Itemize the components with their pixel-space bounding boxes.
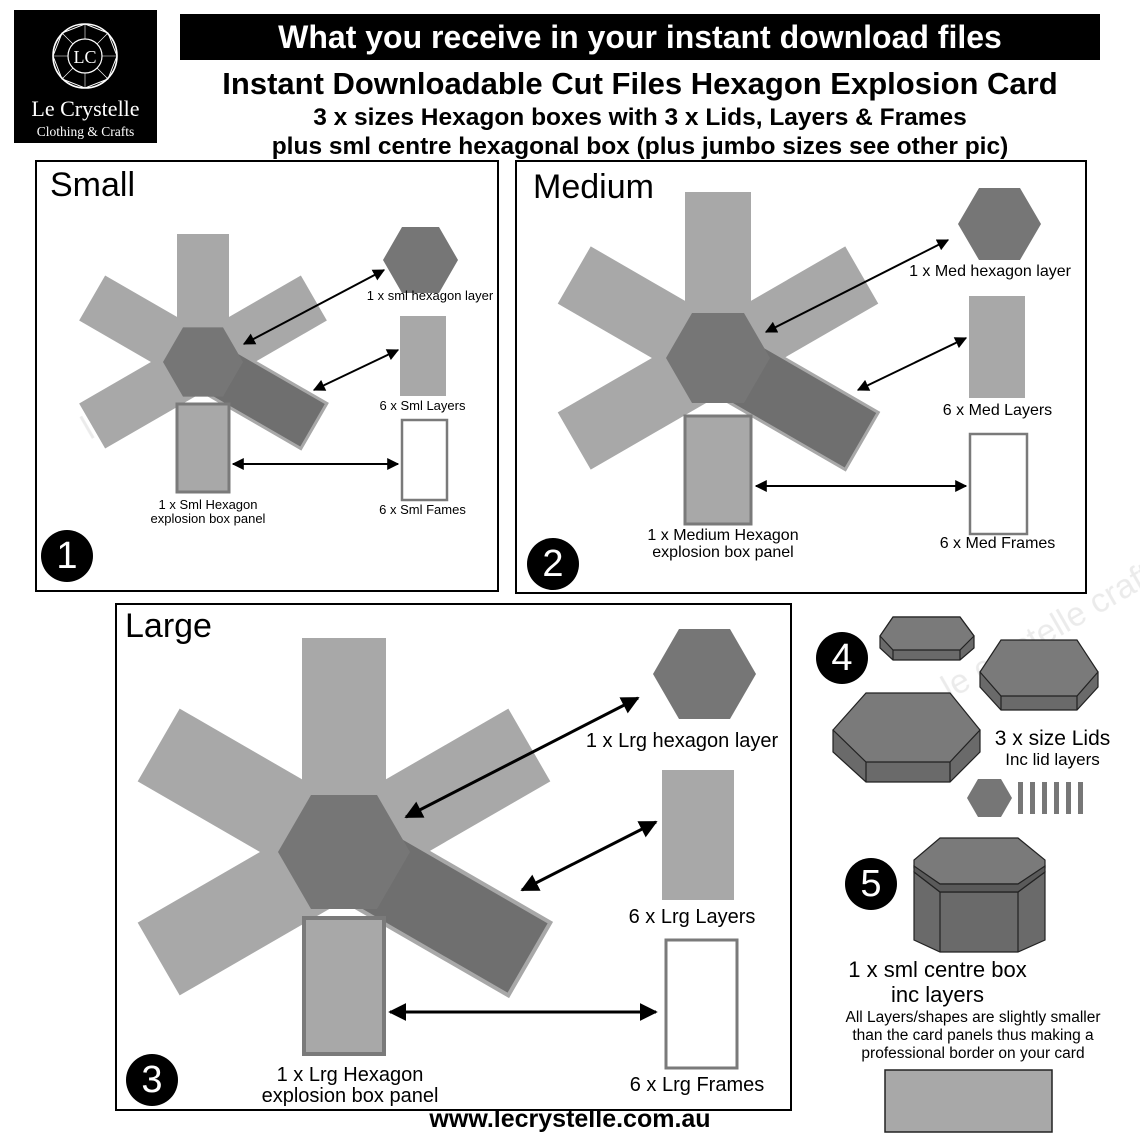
medium-arrow-hexagon — [764, 239, 950, 333]
subtitle-line-2: plus sml centre hexagonal box (plus jumb… — [271, 133, 1009, 160]
medium-title: Medium — [533, 168, 654, 206]
lid-layer-strip — [1078, 782, 1083, 814]
large-arrow-hexagon — [404, 696, 640, 819]
header-banner: What you receive in your instant downloa… — [180, 14, 1100, 60]
border-note-line-2: than the card panels thus making a — [852, 1027, 1094, 1044]
large-hex-layer-label: 1 x Lrg hexagon layer — [585, 730, 779, 752]
large-hexagon-layer — [653, 629, 756, 719]
small-panel-label-1: 1 x Sml Hexagon — [158, 497, 258, 512]
medium-arrow-layers — [856, 337, 968, 391]
centre-layer-rect — [884, 1069, 1053, 1133]
lids-label-2: Inc lid layers — [1005, 750, 1100, 769]
small-hexagon-layer — [383, 227, 458, 293]
lid-layer-strip — [1042, 782, 1047, 814]
step-5-badge: 5 — [845, 858, 897, 910]
small-title: Small — [50, 166, 136, 204]
centre-box-illustration — [913, 837, 1046, 953]
centre-box-lid — [913, 837, 1046, 885]
lid-layer-hexagon — [967, 779, 1012, 817]
border-note-line-1: All Layers/shapes are slightly smaller — [845, 1009, 1101, 1026]
medium-petal-bottom — [683, 414, 753, 526]
large-explosion-panel — [137, 638, 554, 1056]
centre-box-label-1: 1 x sml centre box — [848, 957, 1027, 982]
brand-name: Le Crystelle — [31, 96, 140, 121]
logo-monogram: LC — [73, 47, 96, 67]
centre-box-label-2: inc layers — [891, 982, 984, 1007]
lid-layer-strip — [1030, 782, 1035, 814]
large-title: Large — [125, 607, 212, 645]
crystal-logo-icon: LC — [52, 23, 118, 89]
page-title: Instant Downloadable Cut Files Hexagon E… — [222, 66, 1058, 101]
large-panel-label-1: 1 x Lrg Hexagon — [276, 1064, 424, 1086]
lid-layer-strip — [1018, 782, 1023, 814]
medium-layer-rect — [969, 296, 1025, 398]
large-panel-label-2: explosion box panel — [261, 1085, 439, 1107]
small-centre-hexagon — [163, 327, 243, 397]
small-frame-rect — [400, 418, 449, 502]
large-layers-label: 6 x Lrg Layers — [628, 906, 756, 928]
small-frames-label: 6 x Sml Fames — [379, 502, 466, 517]
lids-label-1: 3 x size Lids — [994, 727, 1111, 750]
small-panel-label-2: explosion box panel — [150, 511, 266, 526]
brand-logo: LC Le Crystelle Clothing & Crafts — [14, 10, 157, 143]
medium-panel-label-1: 1 x Medium Hexagon — [647, 527, 799, 544]
medium-panel-label-2: explosion box panel — [652, 544, 794, 561]
medium-frames-label: 6 x Med Frames — [939, 535, 1056, 552]
medium-hexagon-layer — [958, 188, 1041, 260]
small-layers-label: 6 x Sml Layers — [379, 398, 466, 413]
large-frames-label: 6 x Lrg Frames — [629, 1074, 765, 1096]
step-4-badge: 4 — [816, 632, 868, 684]
large-arrow-layers — [520, 820, 658, 892]
website-url[interactable]: www.lecrystelle.com.au — [429, 1105, 711, 1133]
medium-explosion-panel — [557, 192, 881, 526]
small-explosion-panel — [79, 234, 329, 494]
large-petal-bottom — [302, 916, 386, 1056]
medium-centre-hexagon — [666, 313, 770, 403]
medium-layers-label: 6 x Med Layers — [942, 402, 1053, 419]
step-1-badge: 1 — [41, 530, 93, 582]
large-frame-rect — [664, 938, 739, 1070]
small-layer-rect — [400, 316, 446, 396]
border-note-line-3: professional border on your card — [861, 1045, 1085, 1062]
small-arrow-hexagon — [242, 269, 386, 345]
large-layer-rect — [662, 770, 734, 900]
lid-layer-strip — [1054, 782, 1059, 814]
subtitle-line-1: 3 x sizes Hexagon boxes with 3 x Lids, L… — [313, 104, 967, 131]
large-centre-hexagon — [278, 795, 410, 909]
step-2-badge: 2 — [527, 538, 579, 590]
medium-hex-layer-label: 1 x Med hexagon layer — [909, 263, 1071, 280]
medium-frame-rect — [968, 432, 1029, 536]
lids-illustration — [832, 616, 1099, 817]
small-arrow-layers — [312, 349, 400, 391]
lid-layer-strip — [1066, 782, 1071, 814]
step-3-badge: 3 — [126, 1054, 178, 1106]
small-hex-layer-label: 1 x sml hexagon layer — [366, 288, 494, 303]
small-petal-bottom — [175, 402, 231, 494]
brand-tagline: Clothing & Crafts — [36, 124, 135, 139]
